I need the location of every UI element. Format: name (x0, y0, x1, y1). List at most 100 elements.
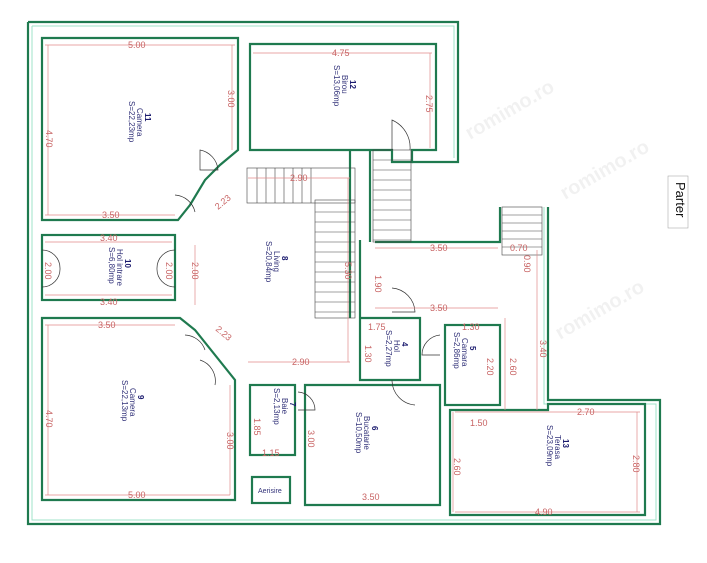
dim-label: 3.50 (430, 303, 448, 313)
outer-walls (26, 20, 662, 526)
room-number: 4 (400, 342, 409, 347)
room-name: Birou (340, 75, 349, 94)
dim-label: 4.75 (332, 48, 350, 58)
dim-label: 1.15 (262, 448, 280, 458)
dim-label: 5.00 (128, 490, 146, 500)
dim-label: 2.60 (508, 358, 518, 376)
room-name: Baie (280, 398, 289, 415)
room-area: S=2,86mp (452, 332, 461, 369)
room-9-walls (40, 316, 237, 502)
aerisire-label: Aerisire (258, 488, 282, 495)
room-area: S=10,50mp (354, 412, 363, 454)
door-10-right (156, 249, 176, 288)
dim-label: 2.20 (485, 358, 495, 376)
dim-label: 1.90 (373, 275, 383, 293)
dim-label: 2.00 (164, 262, 174, 280)
door-9 (184, 334, 216, 386)
dim-label: 1.30 (363, 345, 373, 363)
room-name: Terasa (553, 435, 562, 460)
room-number: 7 (288, 402, 297, 407)
dim-label: 0.90 (522, 255, 532, 273)
room-area: S=23,09mp (545, 425, 554, 467)
door-10-left (41, 249, 61, 288)
dim-label: 2.00 (190, 262, 200, 280)
dim-label: 3.50 (98, 320, 116, 330)
room-area: S=6,80mp (107, 247, 116, 284)
room-number: 10 (123, 259, 132, 268)
room-10-walls (40, 233, 177, 302)
door-hall (391, 287, 416, 313)
room-name: Camara (460, 338, 469, 367)
dim-label: 2.70 (577, 407, 595, 417)
room-5-walls (443, 323, 502, 407)
dim-label: 0.70 (510, 243, 528, 253)
dim-label: 3.40 (100, 297, 118, 307)
room-number: 5 (468, 346, 477, 351)
dimension-lines (45, 44, 640, 513)
dim-label: 2.23 (213, 193, 233, 212)
dim-label: 2.75 (424, 95, 434, 113)
dim-label: 1.75 (368, 322, 386, 332)
dim-label: 3.50 (102, 210, 120, 220)
dim-label: 5.30 (343, 262, 353, 280)
door-7 (297, 391, 316, 411)
dim-label: 4.70 (44, 410, 54, 428)
room-name: Living (272, 251, 281, 272)
room-7-walls (248, 383, 297, 457)
room-number: 13 (561, 439, 570, 448)
room-name: Camera (128, 388, 137, 417)
dim-label: 3.00 (226, 90, 236, 108)
room-number: 8 (280, 256, 289, 261)
dim-label: 2.60 (452, 458, 462, 476)
doors (41, 119, 441, 411)
room-area: S=13,06mp (332, 65, 341, 107)
room-area: S=22,23mp (127, 101, 136, 143)
room-walls (40, 36, 647, 517)
room-name: Camera (135, 108, 144, 137)
dim-label: 3.50 (430, 243, 448, 253)
aerisire-box (250, 475, 292, 505)
room-12-walls (248, 42, 438, 164)
room-area: S=20,84mp (264, 241, 273, 283)
room-6-walls (303, 383, 442, 507)
door-12 (391, 119, 411, 151)
dim-label: 3.00 (225, 432, 235, 450)
room-number: 6 (370, 426, 379, 431)
dim-label: 2.80 (631, 455, 641, 473)
dim-label: 4.90 (535, 507, 553, 517)
dim-label: 2.90 (292, 357, 310, 367)
dim-label: 2.90 (290, 173, 308, 183)
dim-label: 3.50 (362, 492, 380, 502)
dim-label: 3.40 (538, 340, 548, 358)
room-11-walls (40, 36, 240, 222)
door-11 (199, 149, 219, 171)
room-13-walls (448, 402, 647, 517)
watermarks: romimo.ro romimo.ro romimo.ro (462, 76, 654, 345)
dimension-labels: 5.00 4.70 3.00 3.50 4.75 2.75 3.40 3.40 … (43, 40, 641, 517)
dim-label: 1.30 (462, 322, 480, 332)
room-number: 12 (348, 80, 357, 89)
watermark: romimo.ro (462, 76, 559, 145)
dim-label: 2.23 (214, 324, 234, 343)
room-name: Hol (392, 340, 401, 352)
watermark: romimo.ro (552, 276, 649, 345)
door-11b (174, 194, 196, 213)
room-area: S=22,13mp (120, 380, 129, 422)
dim-label: 5.00 (128, 40, 146, 50)
dim-label: 3.40 (100, 233, 118, 243)
room-number: 9 (136, 395, 145, 400)
watermark: romimo.ro (557, 136, 654, 205)
dim-label: 4.70 (44, 130, 54, 148)
